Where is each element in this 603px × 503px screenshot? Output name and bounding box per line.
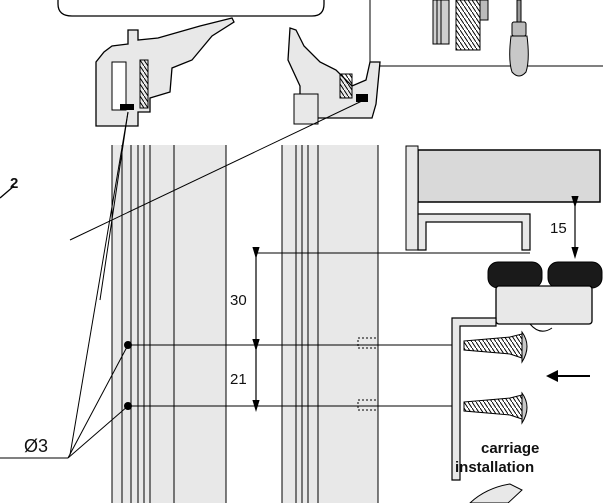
side-number: 2 xyxy=(10,175,18,192)
profile-elevation-right xyxy=(281,145,379,503)
carriage-rail xyxy=(405,145,601,251)
dimension-15-label: 15 xyxy=(550,220,567,237)
arrow-left-icon xyxy=(546,370,590,382)
caption-line-1: carriage xyxy=(481,440,539,457)
callout-bubble xyxy=(57,0,325,17)
screw-icon-2 xyxy=(463,391,528,425)
leader-lines xyxy=(69,99,365,456)
caption-line-2: installation xyxy=(455,459,534,476)
hole-markers xyxy=(124,252,530,410)
diameter-label: Ø3 xyxy=(24,436,48,456)
diameter-leaders xyxy=(0,344,129,459)
screwdriver-icon xyxy=(509,0,529,77)
carriage-assembly xyxy=(451,261,603,481)
profile-section-right xyxy=(287,27,381,125)
side-number-marker xyxy=(0,185,15,199)
profile-elevation-left xyxy=(111,145,227,503)
screwdriver-inset xyxy=(369,0,603,77)
profile-section-left xyxy=(95,17,235,127)
dimension-30-label: 30 xyxy=(230,292,247,309)
screw-icon xyxy=(463,330,528,364)
dimension-21-label: 21 xyxy=(230,371,247,388)
partial-part-bottom xyxy=(469,483,523,503)
